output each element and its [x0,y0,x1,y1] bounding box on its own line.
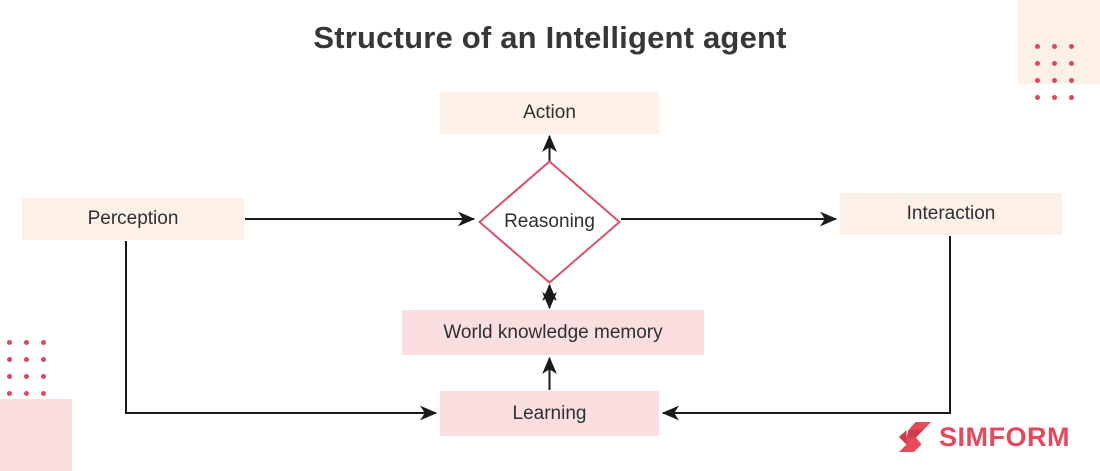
simform-logo: SIMFORM [898,421,1070,453]
decoration-bottom-left-dots [7,340,58,408]
decoration-bottom-left-block [0,399,72,471]
node-interaction[interactable]: Interaction [840,193,1062,235]
node-interaction-label: Interaction [906,203,996,224]
edge-interaction-to-learning [661,236,951,421]
node-action-label: Action [523,102,576,123]
node-action[interactable]: Action [440,92,659,134]
decoration-top-right-block [1018,0,1100,84]
node-reasoning[interactable]: Reasoning [478,160,621,284]
diamond-shape-icon [478,160,621,284]
decoration-top-right-dots [1035,44,1086,112]
node-learning[interactable]: Learning [440,391,659,436]
simform-logo-text: SIMFORM [939,421,1070,452]
edge-perception-to-learning [125,241,438,421]
node-world-knowledge-memory[interactable]: World knowledge memory [402,310,704,355]
simform-diamond-logo-icon [899,422,931,452]
node-learning-label: Learning [512,402,587,424]
node-perception-label: Perception [87,208,179,229]
node-reasoning-label: Reasoning [504,211,595,232]
node-world-knowledge-memory-label: World knowledge memory [443,321,663,343]
page-title: Structure of an Intelligent agent [313,20,787,55]
node-perception[interactable]: Perception [22,198,244,240]
